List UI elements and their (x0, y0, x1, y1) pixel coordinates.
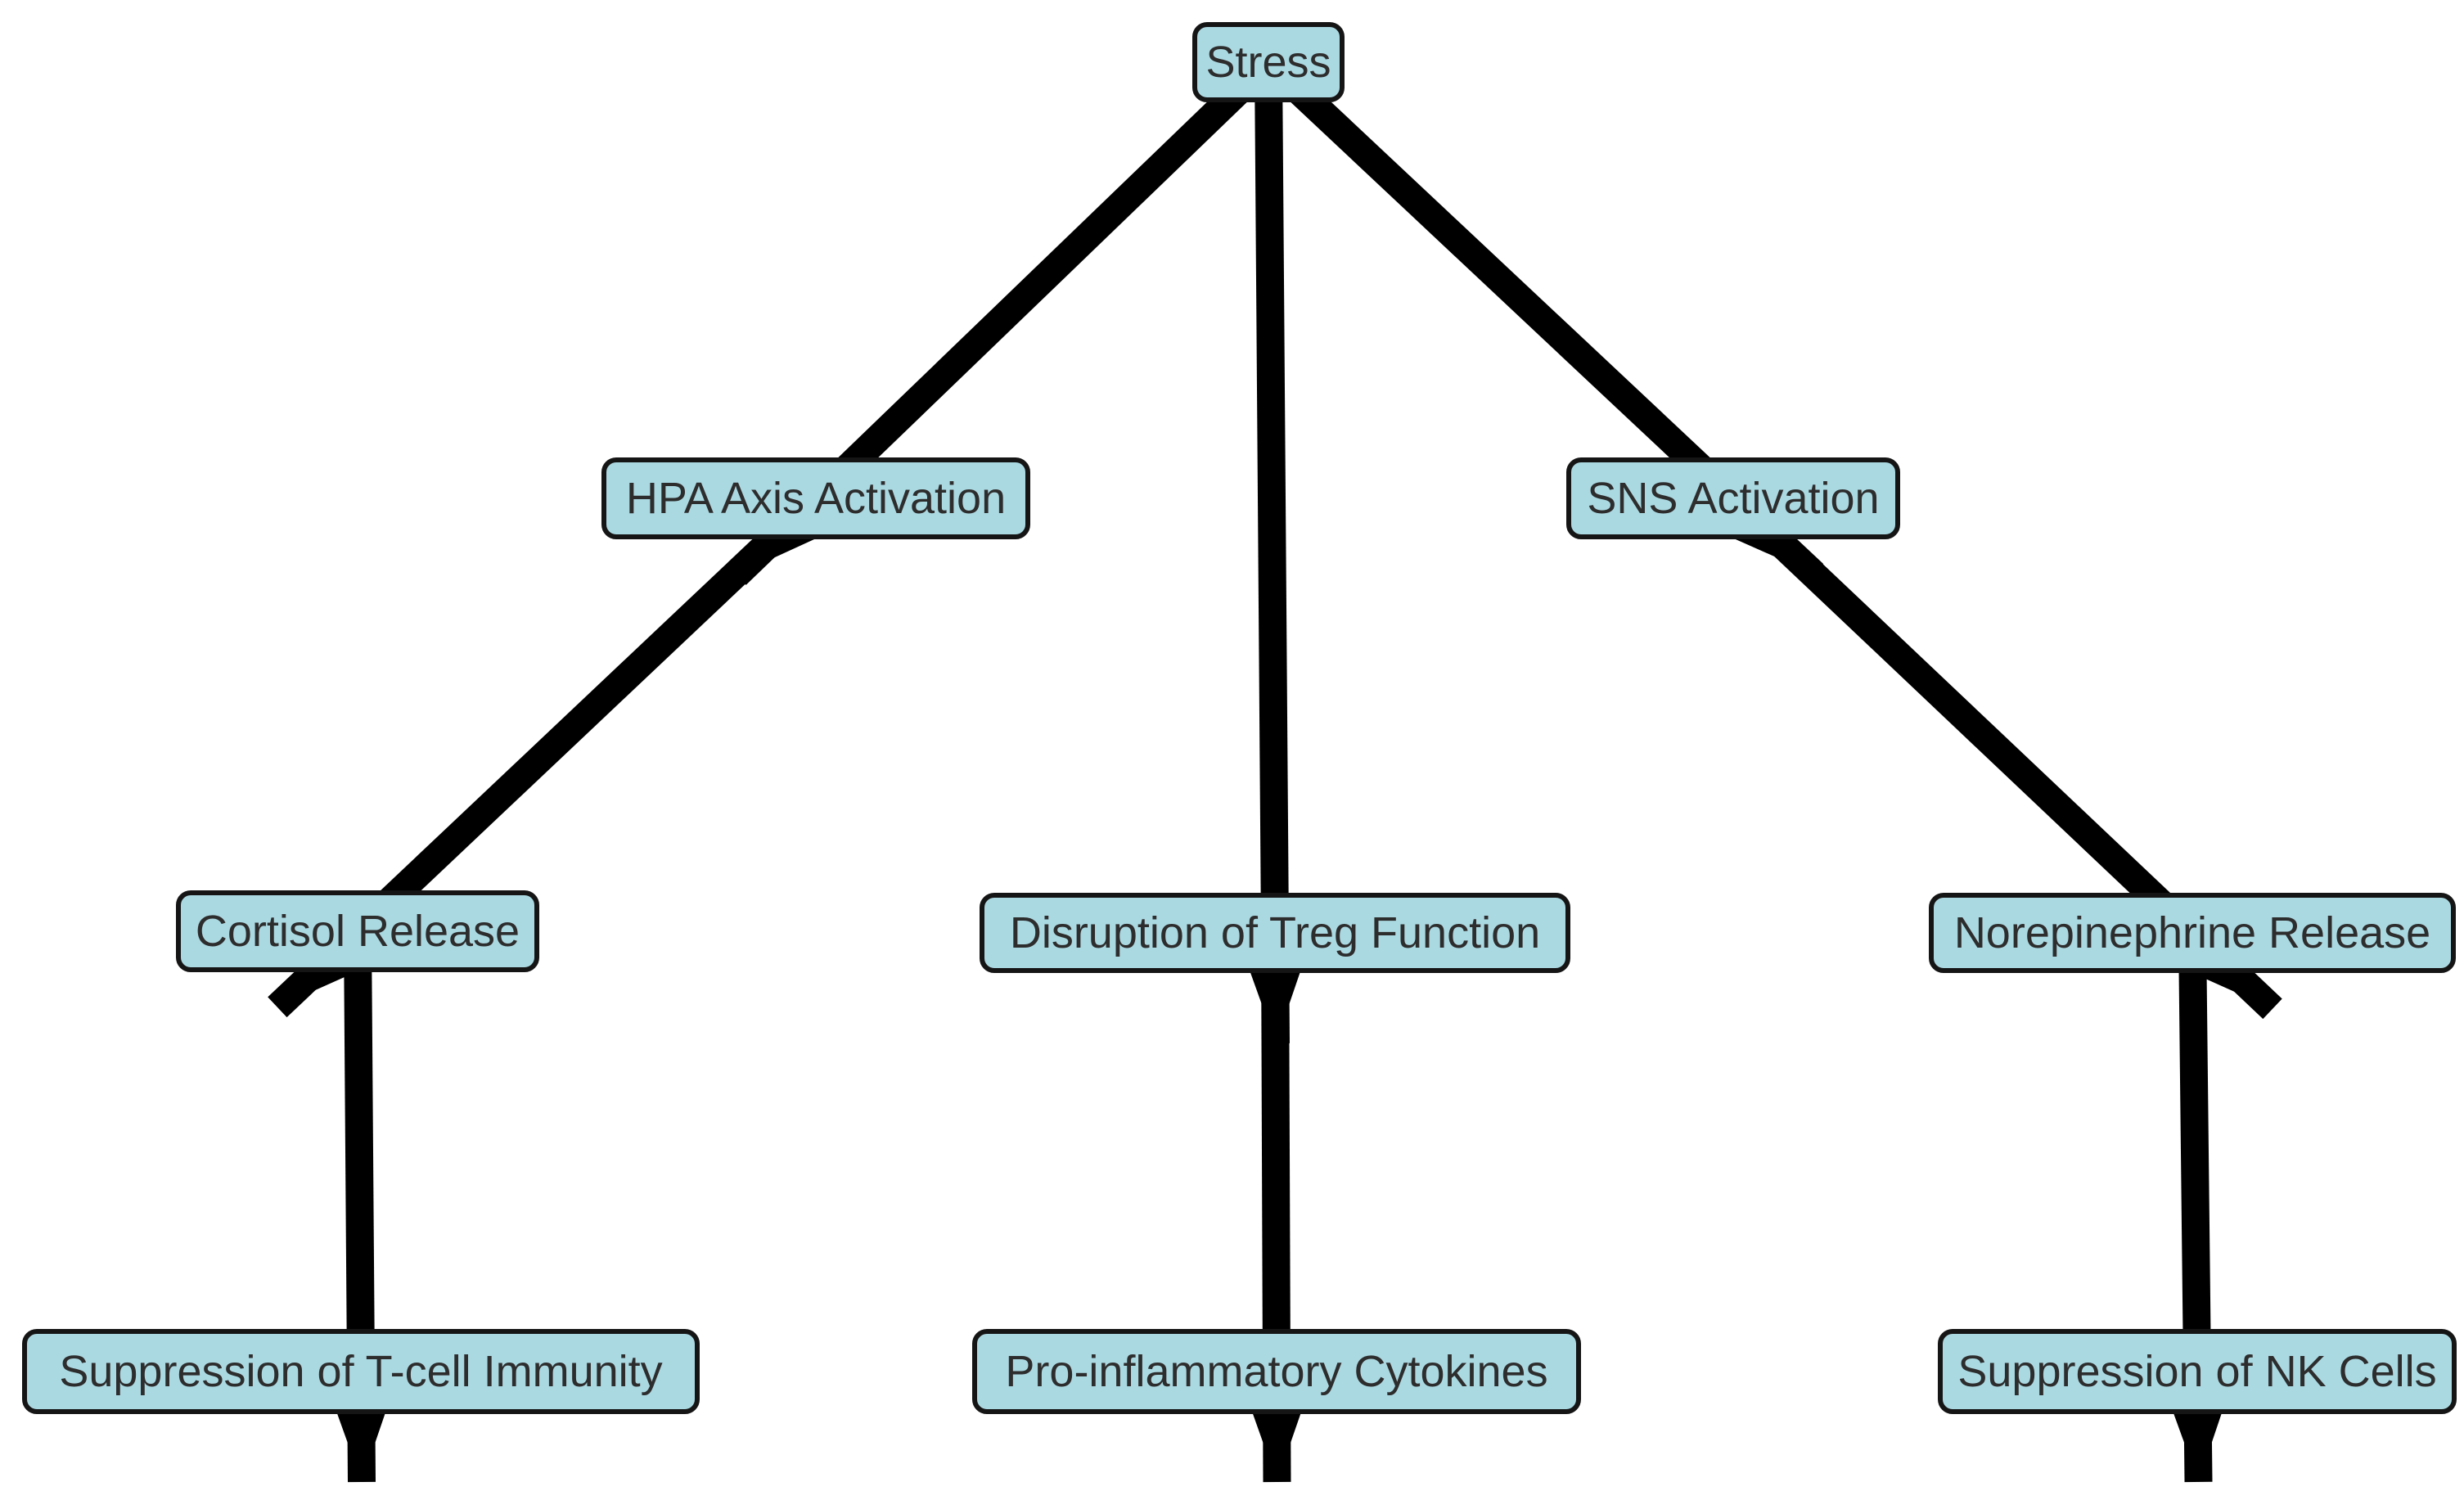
node-pro-inflammatory-cytokines: Pro-inflammatory Cytokines (972, 1329, 1581, 1414)
node-stress: Stress (1192, 22, 1345, 102)
node-cortisol-release: Cortisol Release (176, 890, 539, 972)
node-sns-activation: SNS Activation (1566, 457, 1900, 539)
edge-group (268, 52, 2282, 1483)
node-hpa-axis-activation: HPA Axis Activation (601, 457, 1030, 539)
node-disruption-of-treg-function: Disruption of Treg Function (980, 893, 1570, 973)
node-suppression-of-nk-cells: Suppression of NK Cells (1938, 1329, 2457, 1414)
edge-stress-to-treg (1245, 61, 1306, 1044)
node-suppression-of-t-cell-immunity: Suppression of T-cell Immunity (22, 1329, 700, 1414)
node-norepinephrine-release: Norepinephrine Release (1929, 893, 2456, 973)
